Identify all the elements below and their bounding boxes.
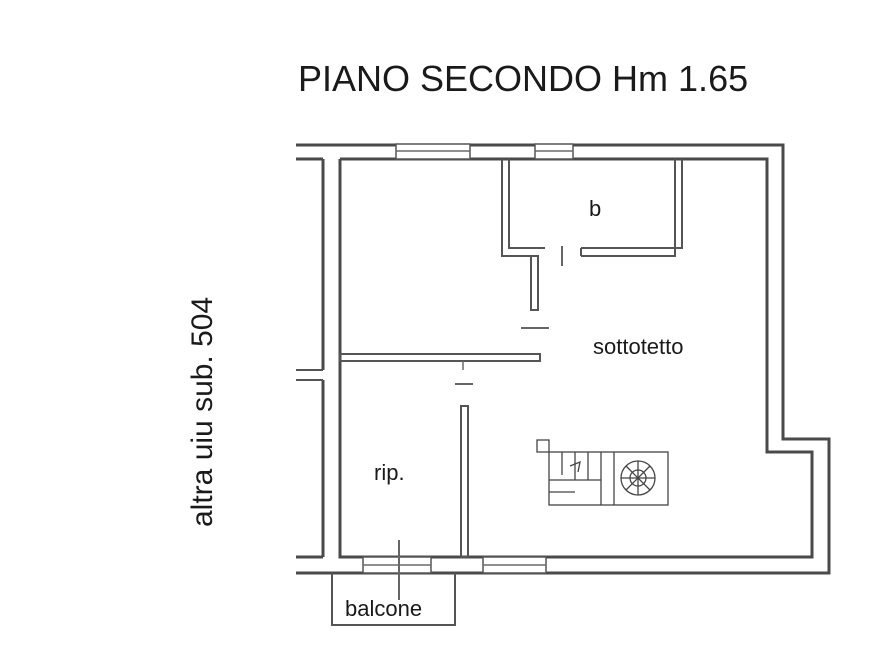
- top-windows: [395, 143, 574, 160]
- adjacent-unit-label: altra uiu sub. 504: [186, 297, 219, 527]
- staircase: [536, 439, 669, 506]
- outer-walls: [296, 143, 831, 575]
- plan-title: PIANO SECONDO Hm 1.65: [298, 58, 748, 99]
- bathroom-walls: [501, 159, 683, 329]
- balcony-label: balcone: [345, 596, 422, 621]
- bottom-windows: [362, 556, 547, 574]
- bathroom-label: b: [589, 196, 601, 221]
- attic-label: sottotetto: [593, 334, 684, 359]
- storage-label: rip.: [374, 460, 405, 485]
- interior-partitions: [339, 353, 541, 558]
- balcony: [331, 540, 456, 626]
